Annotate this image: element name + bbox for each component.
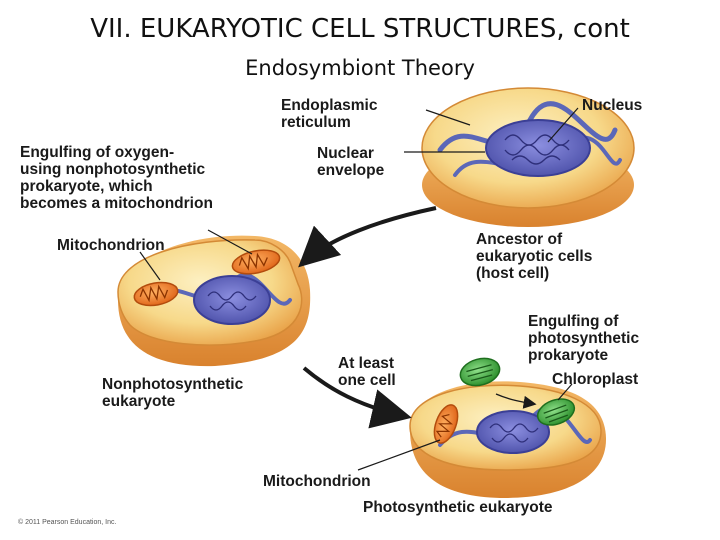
photosynthetic-prokaryote xyxy=(459,357,501,387)
chromatin xyxy=(489,423,539,443)
engulf-arrow xyxy=(495,393,537,409)
chromatin xyxy=(504,134,570,165)
leader-lines xyxy=(139,107,579,471)
slide-subtitle: Endosymbiont Theory xyxy=(245,56,475,80)
label-mitochondrion-top: Mitochondrion xyxy=(57,237,165,254)
process-arrow-2 xyxy=(302,366,412,429)
label-engulfing-photosynthetic: Engulfing of photosynthetic prokaryote xyxy=(528,313,643,364)
label-endoplasmic-reticulum: Endoplasmic reticulum xyxy=(281,97,382,131)
label-nuclear-envelope: Nuclear envelope xyxy=(317,145,385,179)
process-arrow-1 xyxy=(298,206,437,268)
label-ancestor-host-cell: Ancestor of eukaryotic cells (host cell) xyxy=(476,231,597,282)
mitochondrion xyxy=(133,281,179,307)
label-at-least-one-cell: At least one cell xyxy=(338,355,398,389)
slide-title: VII. EUKARYOTIC CELL STRUCTURES, cont xyxy=(90,14,630,44)
label-nonphotosynthetic-eukaryote: Nonphotosynthetic eukaryote xyxy=(102,376,248,410)
nucleus xyxy=(193,275,271,325)
copyright-notice: © 2011 Pearson Education, Inc. xyxy=(18,518,116,526)
photosynthetic-eukaryote-cell xyxy=(409,381,607,498)
chloroplast xyxy=(536,398,576,426)
nucleus xyxy=(476,410,550,454)
ancestor-host-cell xyxy=(421,87,635,227)
nonphotosynthetic-eukaryote-cell xyxy=(117,235,311,367)
label-engulfing-oxygen-using: Engulfing of oxygen- using nonphotosynth… xyxy=(20,144,213,212)
chromatin xyxy=(207,291,257,311)
label-mitochondrion-bottom: Mitochondrion xyxy=(263,473,371,490)
label-nucleus: Nucleus xyxy=(582,97,642,114)
label-photosynthetic-eukaryote: Photosynthetic eukaryote xyxy=(363,499,553,516)
mitochondrion xyxy=(433,404,459,444)
engulfed-mitochondrion xyxy=(231,249,281,275)
nucleus xyxy=(485,119,591,177)
label-chloroplast: Chloroplast xyxy=(552,371,638,388)
